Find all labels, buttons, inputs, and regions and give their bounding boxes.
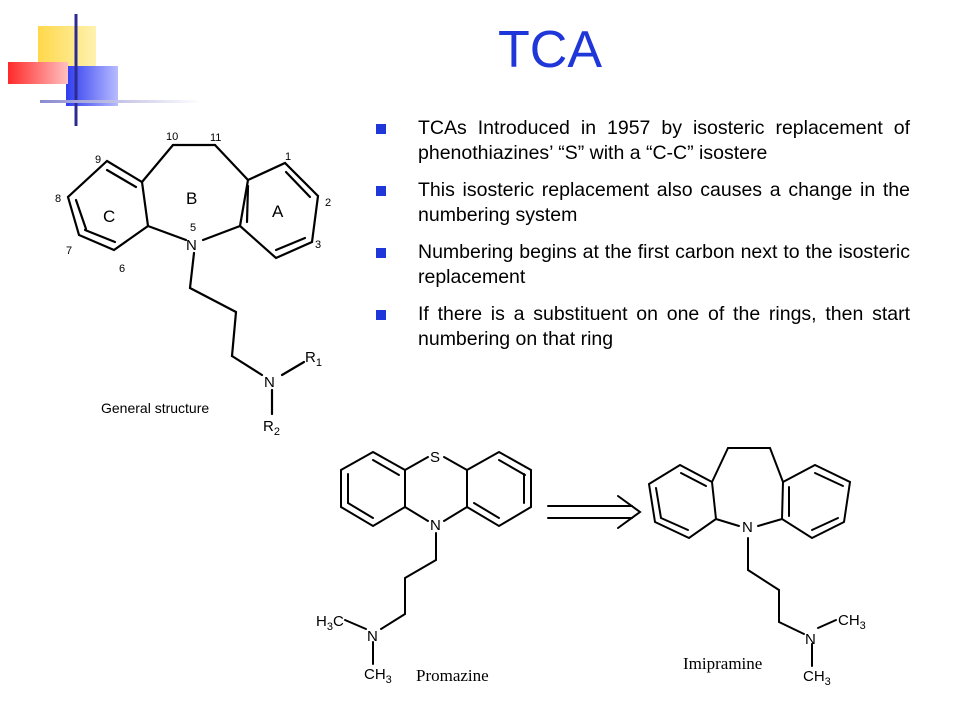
imipramine-ring-nitrogen-label: N	[742, 519, 753, 536]
imipramine-amine-nitrogen-label: N	[805, 631, 816, 648]
atom-number-5: 5	[190, 222, 196, 234]
deco-horizontal-line	[40, 100, 200, 103]
corner-decoration	[8, 14, 200, 126]
bullet-text: This isosteric replacement also causes a…	[418, 179, 910, 226]
promazine-h3c-label: H3C	[316, 613, 344, 633]
square-bullet-icon	[376, 124, 386, 134]
atom-number-11: 11	[210, 132, 221, 144]
bullet-text: If there is a substituent on one of the …	[418, 303, 910, 350]
imipramine-ch3-bottom-label: CH3	[803, 668, 831, 688]
promazine-left-ring-bonds	[340, 450, 406, 528]
square-bullet-icon	[376, 310, 386, 320]
r1-label: R1	[305, 349, 322, 369]
atom-number-3: 3	[315, 239, 321, 251]
atom-number-6: 6	[119, 263, 125, 275]
bullet-text: Numbering begins at the first carbon nex…	[418, 241, 910, 288]
atom-number-7: 7	[66, 245, 72, 257]
square-bullet-icon	[376, 186, 386, 196]
promazine-name: Promazine	[416, 666, 489, 685]
atom-number-1: 1	[285, 151, 291, 163]
square-bullet-icon	[376, 248, 386, 258]
promazine-ring-nitrogen-label: N	[430, 517, 441, 534]
bullet-item: If there is a substituent on one of the …	[372, 302, 910, 352]
ring-c-label: C	[103, 207, 115, 226]
r2-label: R2	[263, 418, 280, 438]
general-structure-caption: General structure	[101, 400, 210, 416]
promazine-amine-nitrogen-label: N	[367, 628, 378, 645]
bullet-item: TCAs Introduced in 1957 by isosteric rep…	[372, 116, 910, 166]
imipramine-ch3-top-label: CH3	[838, 612, 866, 632]
promazine-sulfur-label: S	[430, 449, 440, 466]
bullet-text: TCAs Introduced in 1957 by isosteric rep…	[418, 117, 910, 164]
bullet-list: TCAs Introduced in 1957 by isosteric rep…	[372, 116, 910, 364]
structures-comparison: S N N H3C CH3 Promazine N N CH3 CH3 Imip…	[316, 447, 866, 688]
imipramine-name: Imipramine	[683, 654, 762, 673]
deco-red-square	[8, 62, 68, 84]
atom-number-2: 2	[325, 197, 331, 209]
promazine-ch3-label: CH3	[364, 666, 392, 686]
atom-number-10: 10	[166, 131, 178, 143]
bullet-item: This isosteric replacement also causes a…	[372, 178, 910, 228]
general-structure-diagram: N N B C A 10 11 9 8 7 6 5 1 2 3 R1 R2	[55, 131, 331, 438]
ring-a-label: A	[272, 202, 284, 221]
ring-b-label: B	[186, 189, 197, 208]
ring-nitrogen-label: N	[186, 237, 197, 254]
slide-title: TCA	[498, 21, 602, 79]
atom-number-9: 9	[95, 154, 101, 166]
promazine-right-ring-bonds	[466, 450, 532, 528]
ring-c-bonds	[66, 159, 150, 252]
imipramine-right-ring-bonds	[780, 463, 852, 540]
amine-nitrogen-label: N	[264, 374, 275, 391]
atom-number-8: 8	[55, 193, 61, 205]
bullet-item: Numbering begins at the first carbon nex…	[372, 240, 910, 290]
